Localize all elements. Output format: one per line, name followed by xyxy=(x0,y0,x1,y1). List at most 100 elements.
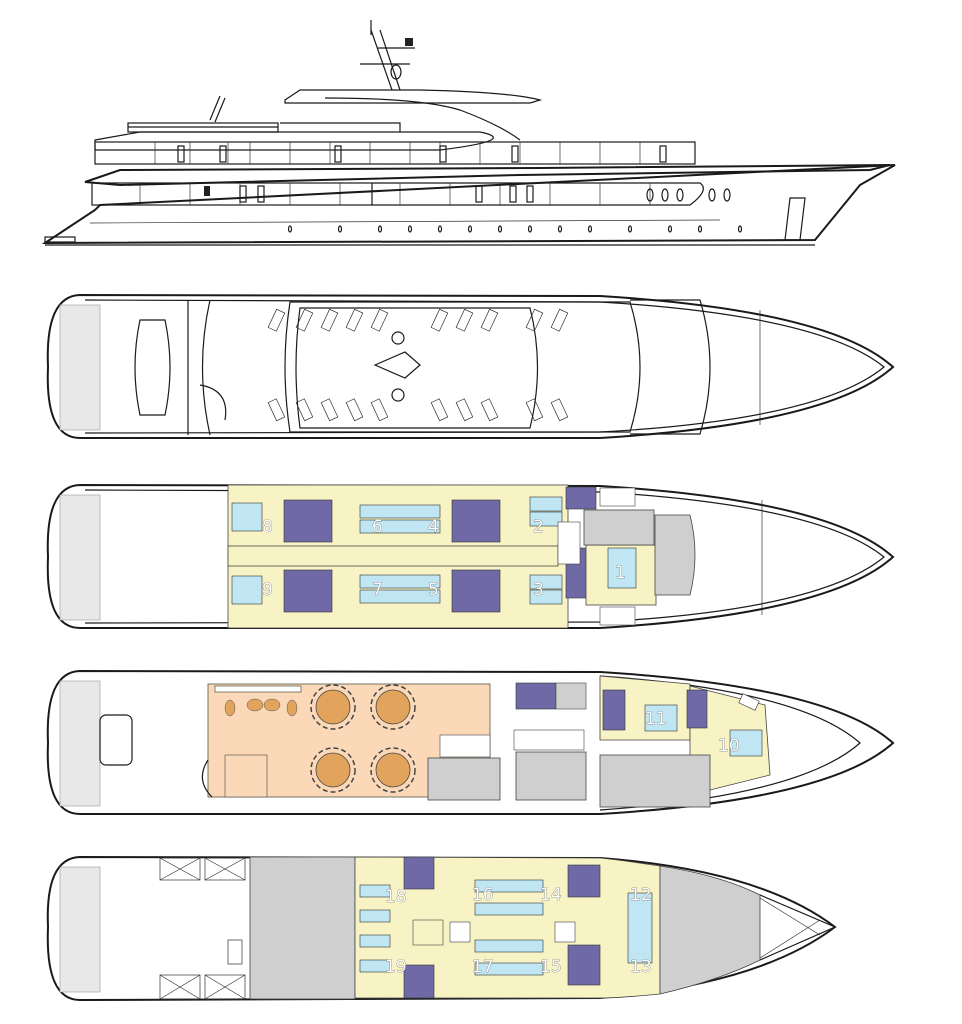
bathroom xyxy=(403,964,435,999)
side-table xyxy=(391,388,405,402)
main-deck: 11 10 xyxy=(46,669,895,815)
cabin-number: 14 xyxy=(540,885,562,905)
spiral-stair xyxy=(199,384,227,421)
cabin-number: 16 xyxy=(472,885,494,905)
bed xyxy=(529,496,563,512)
radar-icon xyxy=(405,38,413,46)
bed xyxy=(231,575,263,605)
crew-quarters xyxy=(249,856,356,1000)
profile-view xyxy=(41,20,896,246)
cabin-number: 12 xyxy=(630,885,652,905)
bathroom xyxy=(451,499,501,543)
bathroom xyxy=(451,569,501,613)
bed xyxy=(231,502,263,532)
swim-platform xyxy=(59,304,101,431)
dining-table xyxy=(375,752,411,788)
tender-boat xyxy=(134,319,171,416)
stairs xyxy=(449,921,471,943)
bar-counter xyxy=(214,685,302,693)
hatches xyxy=(159,857,246,1000)
bed xyxy=(474,902,544,916)
stairs xyxy=(599,487,636,507)
stairs xyxy=(513,729,585,751)
cabin-number: 3 xyxy=(533,580,544,600)
chairs xyxy=(370,747,416,793)
service-room xyxy=(515,751,587,801)
service-area xyxy=(583,509,655,546)
dining-table xyxy=(375,689,411,725)
bed xyxy=(359,589,441,604)
bed xyxy=(359,959,391,973)
bed xyxy=(529,511,563,527)
crane-icon xyxy=(373,351,421,379)
bathroom xyxy=(686,689,708,729)
aft-seating xyxy=(99,714,133,766)
cabin-number: 9 xyxy=(262,580,273,600)
cabin-number: 10 xyxy=(718,736,740,756)
bed xyxy=(359,504,441,519)
service-area xyxy=(599,754,711,808)
stairs xyxy=(227,939,243,965)
bed xyxy=(474,962,544,976)
forward-service xyxy=(659,865,761,995)
bathroom xyxy=(567,864,601,898)
bed xyxy=(607,547,637,589)
bed xyxy=(359,909,391,923)
lower-deck: 18 19 16 17 14 15 12 13 xyxy=(46,855,837,1002)
main-windows xyxy=(139,183,651,205)
cabin-number: 11 xyxy=(645,709,667,729)
bed xyxy=(359,934,391,948)
dining-table xyxy=(315,689,351,725)
bed xyxy=(627,892,653,964)
bathroom xyxy=(515,682,557,710)
cabin-number: 5 xyxy=(428,580,439,600)
cabin-number: 13 xyxy=(630,957,652,977)
corridor xyxy=(227,545,559,567)
upper-deck: 8 9 6 4 7 5 2 3 1 xyxy=(46,483,895,629)
bed xyxy=(359,884,391,898)
bed xyxy=(529,589,563,605)
sunbeds-top xyxy=(267,308,569,332)
portholes xyxy=(287,188,743,233)
cabin-number: 6 xyxy=(372,517,383,537)
cabin-number: 4 xyxy=(428,517,439,537)
side-table xyxy=(391,331,405,345)
bed xyxy=(529,574,563,590)
stairs xyxy=(599,606,636,626)
bed xyxy=(359,519,441,534)
cabin-number: 7 xyxy=(372,580,383,600)
upper-windows xyxy=(154,142,667,164)
bathroom xyxy=(283,499,333,543)
sunbeds-bottom xyxy=(267,398,569,422)
sun-deck xyxy=(46,293,895,439)
chairs xyxy=(310,747,356,793)
cabin-number: 17 xyxy=(472,957,494,977)
stairs xyxy=(554,921,576,943)
sunbathing-area xyxy=(284,301,641,433)
bed xyxy=(644,704,678,732)
stairs xyxy=(224,754,268,798)
anchor-pocket-icon xyxy=(784,197,806,241)
bathroom xyxy=(283,569,333,613)
bathroom xyxy=(602,689,626,731)
bathroom xyxy=(565,486,597,510)
bathroom xyxy=(567,944,601,986)
stairs xyxy=(439,734,491,758)
bathroom xyxy=(403,856,435,890)
bed xyxy=(359,574,441,589)
bed xyxy=(474,939,544,953)
galley xyxy=(427,757,501,801)
stairs xyxy=(557,521,581,565)
cabin-number: 2 xyxy=(533,517,544,537)
bed xyxy=(729,729,763,757)
cabin-number: 1 xyxy=(615,563,626,583)
chairs xyxy=(370,684,416,730)
wheelhouse xyxy=(654,514,696,596)
cabin-number: 19 xyxy=(385,957,407,977)
dining-table xyxy=(315,752,351,788)
bed xyxy=(474,879,544,893)
cabin-number: 8 xyxy=(262,517,273,537)
cabin-number: 15 xyxy=(540,957,562,977)
cabin-number: 18 xyxy=(385,887,407,907)
